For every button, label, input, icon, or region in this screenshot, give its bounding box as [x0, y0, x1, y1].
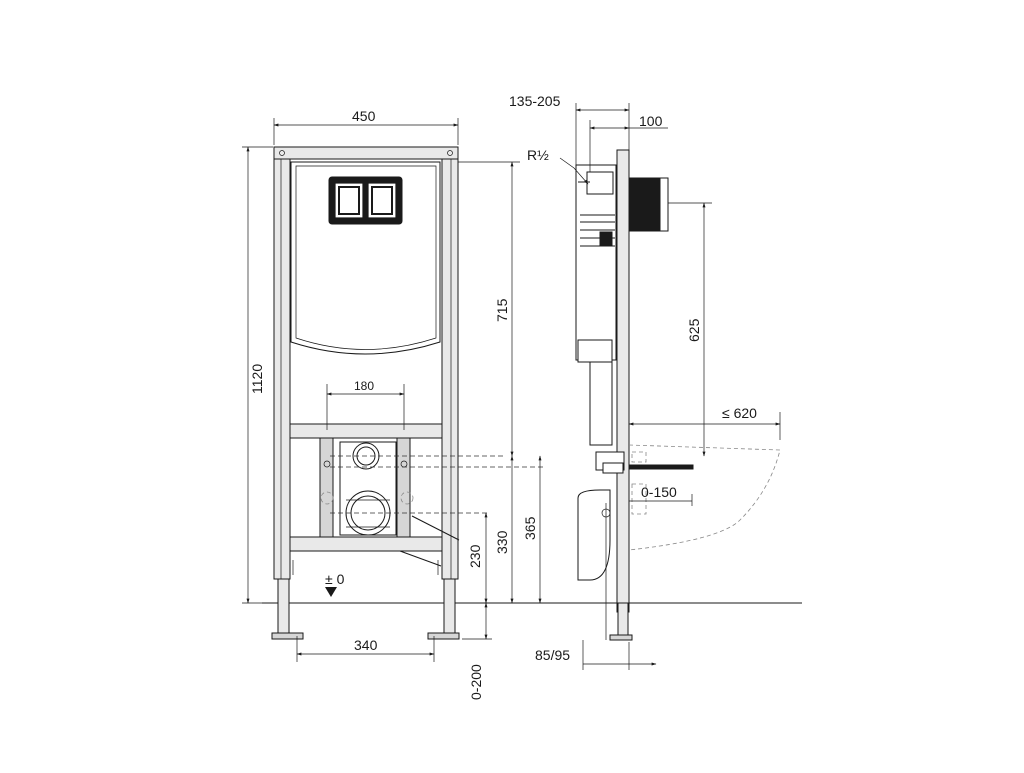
dim-230: 230 [467, 544, 483, 568]
floor-zero-label: ± 0 [325, 571, 345, 587]
floor-level-marker: ± 0 [325, 571, 345, 597]
dim-180: 180 [354, 379, 374, 393]
dim-0-200: 0-200 [468, 664, 484, 700]
dim-330: 330 [494, 530, 510, 554]
dim-625: 625 [686, 318, 702, 342]
dim-1120: 1120 [249, 364, 265, 394]
dim-450: 450 [352, 108, 376, 124]
dim-100: 100 [639, 113, 663, 129]
dim-620: ≤ 620 [722, 405, 757, 421]
dim-85-95: 85/95 [535, 647, 570, 663]
side-dimensions: 135-205 100 R½ 625 ≤ 620 0-150 85/95 [509, 93, 781, 670]
side-ribs [580, 214, 615, 247]
side-view [575, 149, 781, 641]
dim-365: 365 [522, 516, 538, 540]
dim-135-205: 135-205 [509, 93, 561, 109]
dim-715: 715 [494, 298, 510, 322]
front-dimensions: 450 1120 715 180 330 365 230 340 0-200 [242, 108, 542, 700]
thread-label: R½ [527, 147, 549, 163]
dim-0-150: 0-150 [641, 484, 677, 500]
front-view: ± 0 [271, 146, 545, 640]
dim-340: 340 [354, 637, 378, 653]
flush-buttons [328, 176, 403, 225]
